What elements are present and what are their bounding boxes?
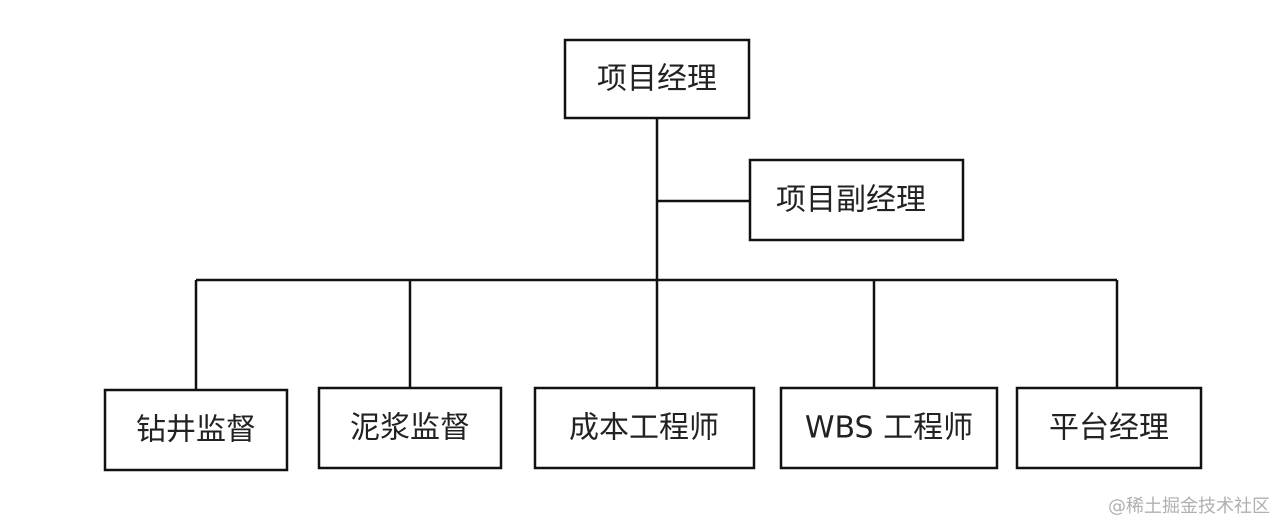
member-node-label: WBS 工程师 bbox=[805, 411, 973, 446]
member-node-1: 钻井监督 bbox=[103, 388, 289, 472]
root-node-label: 项目经理 bbox=[597, 62, 717, 97]
member-node-3: 成本工程师 bbox=[533, 386, 756, 470]
member-node-2: 泥浆监督 bbox=[317, 386, 503, 470]
member-node-label: 平台经理 bbox=[1049, 411, 1169, 446]
member-node-label: 钻井监督 bbox=[136, 413, 256, 448]
root-node: 项目经理 bbox=[563, 38, 751, 120]
member-node-label: 成本工程师 bbox=[569, 411, 719, 446]
member-node-5: 平台经理 bbox=[1015, 386, 1203, 470]
member-node-4: WBS 工程师 bbox=[779, 386, 999, 470]
member-node-label: 泥浆监督 bbox=[350, 411, 470, 446]
deputy-node: 项目副经理 bbox=[748, 158, 965, 242]
deputy-node-label: 项目副经理 bbox=[776, 183, 926, 218]
watermark-text: @稀土掘金技术社区 bbox=[1108, 496, 1270, 517]
